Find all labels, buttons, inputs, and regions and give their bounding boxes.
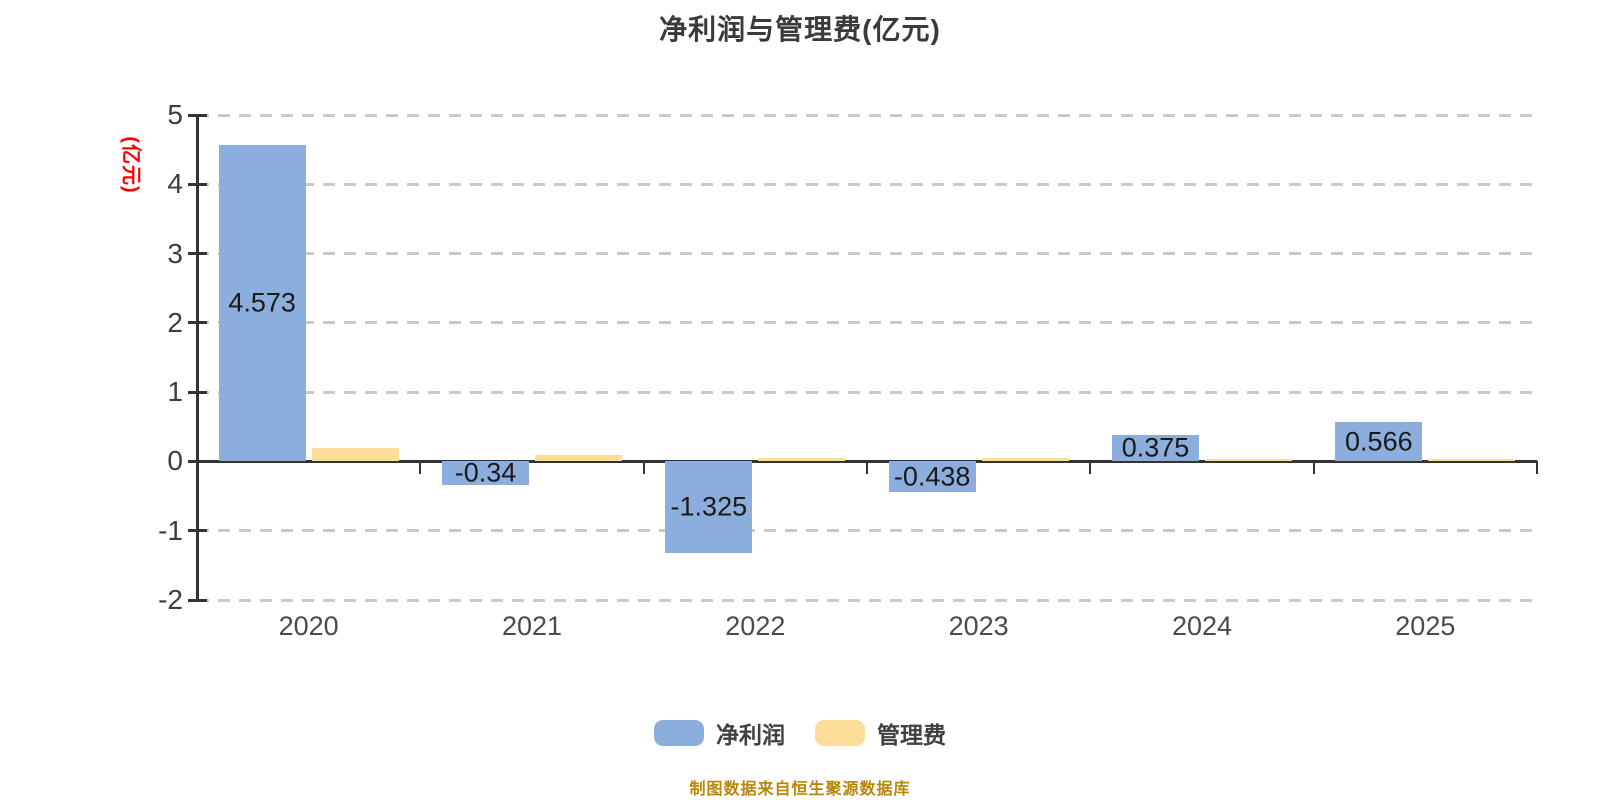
legend-label-net-profit: 净利润 <box>716 722 785 748</box>
bar-管理费-2025 <box>1428 459 1516 462</box>
bar-管理费-2021 <box>535 454 622 462</box>
bar-净利润-2021 <box>442 461 529 485</box>
x-axis-tick <box>1312 461 1315 475</box>
bar-value-label: -1.325 <box>670 491 748 522</box>
y-tick-label: 1 <box>167 376 183 408</box>
y-tick-label: 3 <box>167 237 183 269</box>
bar-净利润-2025 <box>1335 422 1423 462</box>
y-tick-label: 2 <box>167 306 183 338</box>
y-tick-label: 4 <box>167 168 183 200</box>
gridline-y-2 <box>197 321 1537 325</box>
x-category-label: 2023 <box>948 611 1009 641</box>
bar-value-label: -0.438 <box>893 461 971 492</box>
gridline-y-4 <box>197 182 1537 186</box>
bar-净利润-2022 <box>665 461 753 554</box>
bar-管理费-2022 <box>758 457 846 462</box>
x-axis-tick <box>642 461 645 475</box>
plot-area: 5 4 3 2 1 0 -1 -2 4.573 -0.34 -1.325 -0.438 0.375 0.5… <box>158 99 1538 641</box>
bar-净利润-2024 <box>1112 435 1199 462</box>
bar-value-label: 0.566 <box>1345 426 1413 457</box>
bar-管理费-2023 <box>981 457 1069 462</box>
legend: 净利润 管理费 <box>0 716 1600 750</box>
bar-value-label: 0.375 <box>1121 432 1190 463</box>
x-axis-tick <box>1536 461 1538 475</box>
management-fee-swatch-icon <box>815 720 865 746</box>
data-source-note: 制图数据来自恒生聚源数据库 <box>689 781 911 798</box>
gridline-y-3 <box>197 252 1537 256</box>
bar-value-label: -0.34 <box>454 457 517 488</box>
x-axis-tick <box>1089 461 1092 475</box>
bar-value-label: 4.573 <box>228 287 296 318</box>
x-category-label: 2025 <box>1395 611 1456 641</box>
bar-净利润-2020 <box>218 144 306 462</box>
bar-管理费-2020 <box>311 448 399 462</box>
x-category-label: 2020 <box>278 611 339 641</box>
x-axis-tick <box>419 461 422 475</box>
legend-item-net-profit: 净利润 <box>654 716 785 750</box>
net-profit-swatch-icon <box>654 720 704 746</box>
y-tick-label: 0 <box>167 445 183 477</box>
x-category-label: 2024 <box>1171 611 1233 641</box>
chart-title: 净利润与管理费(亿元) <box>659 14 941 45</box>
gridline-y-1 <box>197 390 1537 394</box>
y-tick-label: -2 <box>158 584 183 615</box>
x-category-label: 2022 <box>725 611 786 641</box>
y-tick-label: -1 <box>158 514 183 546</box>
x-axis-tick <box>866 461 868 475</box>
y-tick-label: 5 <box>167 99 183 130</box>
y-axis-line <box>196 115 199 600</box>
legend-item-management-fee: 管理费 <box>815 716 946 750</box>
gridline-y--2 <box>197 598 1537 602</box>
y-axis-tick <box>188 598 207 602</box>
gridline-y--1 <box>197 529 1537 533</box>
bar-管理费-2024 <box>1205 459 1292 462</box>
legend-label-management-fee: 管理费 <box>877 722 946 748</box>
x-category-label: 2021 <box>501 611 563 641</box>
gridline-y-5 <box>197 113 1537 117</box>
bar-净利润-2023 <box>888 461 976 492</box>
y-axis-unit-label: (亿元) <box>119 136 142 194</box>
